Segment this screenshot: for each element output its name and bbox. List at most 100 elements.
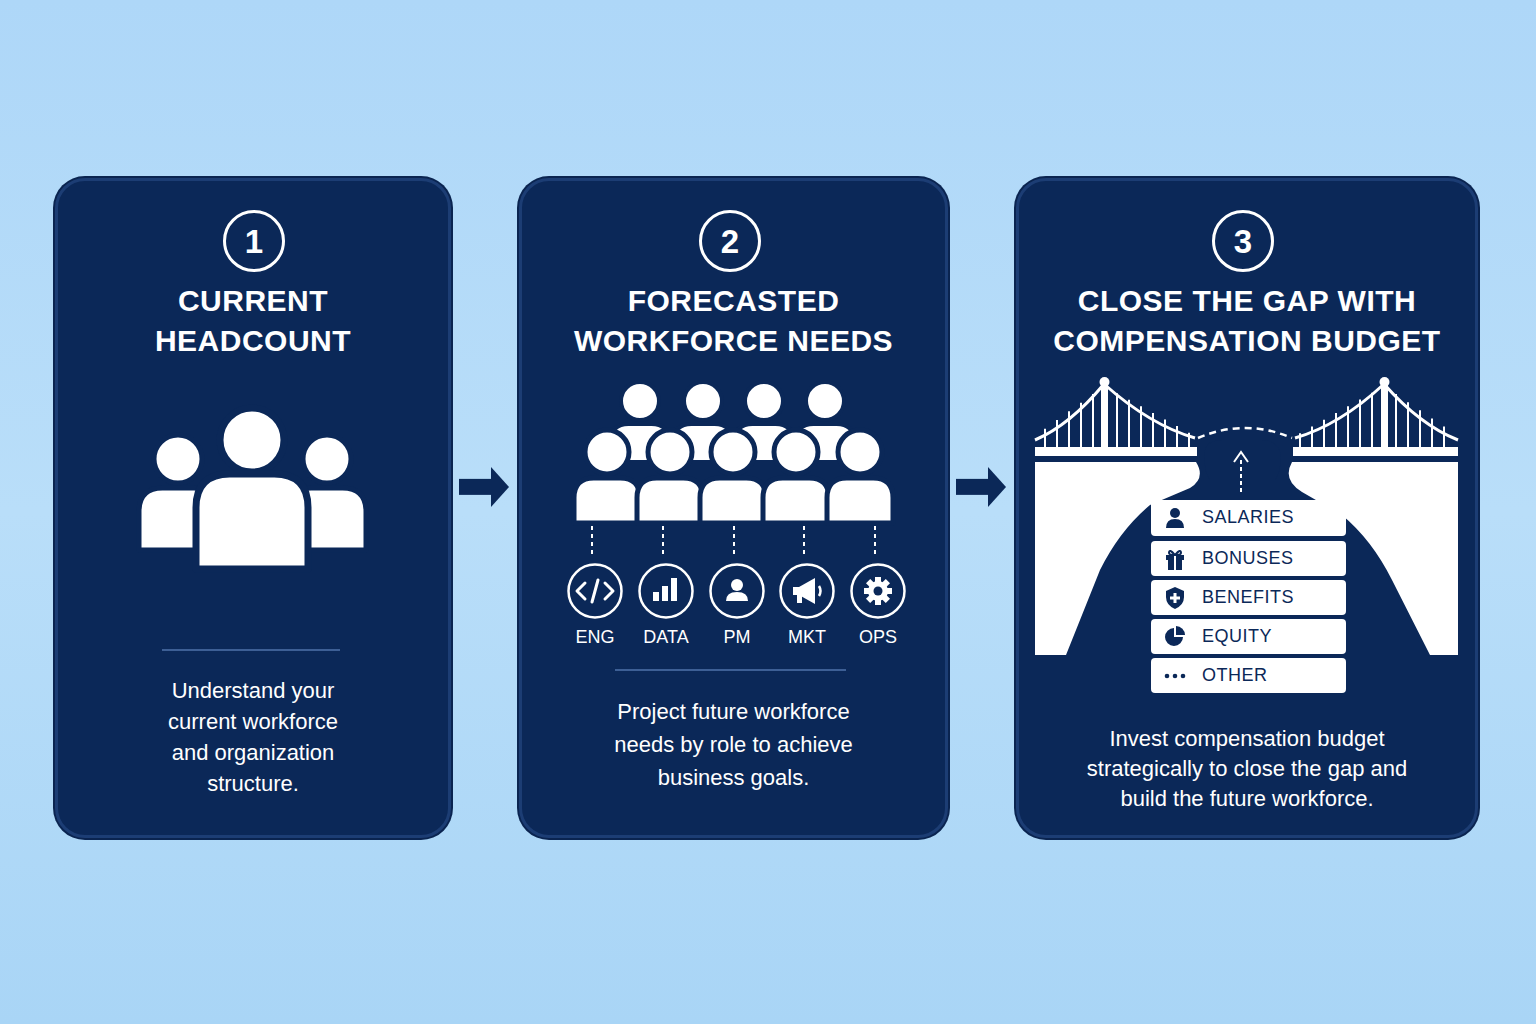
bridge-illustration-part	[1371, 393, 1373, 448]
team-illustration-part	[684, 382, 722, 420]
item-label: SALARIES	[1202, 507, 1294, 527]
step-number-text: 2	[721, 225, 739, 258]
role-icon-shape-part-part	[866, 579, 890, 603]
bridge-illustration-part	[1176, 426, 1178, 448]
role-icon-shape-part	[653, 592, 659, 601]
step-heading: FORECASTED WORKFORCE NEEDS	[559, 281, 909, 361]
step-number-text: 3	[1234, 225, 1252, 258]
team-illustration-part	[711, 430, 755, 474]
team-illustration-part	[803, 526, 805, 557]
role-label: PM	[687, 627, 787, 647]
step-number-text: 1	[245, 225, 263, 258]
role-icon-shape-part-part	[866, 579, 890, 603]
role-icon-shape-part	[640, 565, 693, 618]
step-panel: CURRENT HEADCOUNTUnderstand your current…	[55, 178, 451, 838]
budget-item: BONUSES	[1151, 541, 1346, 576]
role-icon-shape	[850, 563, 906, 619]
team-illustration-part	[733, 526, 735, 557]
bridge-illustration-part	[1234, 452, 1248, 462]
people-illustration-part	[303, 435, 351, 483]
team-illustration-part	[585, 430, 629, 474]
item-icon	[1163, 505, 1187, 531]
role-icon: PM	[709, 563, 765, 619]
bridge-illustration-part	[1311, 426, 1313, 448]
team-illustration-part	[827, 478, 893, 523]
item-icon-part	[1165, 674, 1170, 679]
team-illustration-part	[637, 478, 703, 523]
item-icon	[1163, 624, 1187, 650]
role-icon-shape	[709, 563, 765, 619]
bridge-illustration-part	[1056, 420, 1058, 448]
budget-item: OTHER	[1151, 658, 1346, 693]
step-heading: CURRENT HEADCOUNT	[103, 281, 403, 361]
flow-arrow	[956, 467, 1006, 507]
flow-arrow-part	[459, 479, 491, 495]
flow-arrow-part	[988, 467, 1006, 507]
bridge-illustration-part	[1101, 382, 1108, 450]
role-icon-shape-part	[577, 580, 613, 602]
team-illustration-part	[615, 669, 846, 671]
role-icon-shape-part	[793, 578, 815, 604]
item-icon-part	[1170, 508, 1180, 518]
role-label: OPS	[828, 627, 928, 647]
role-icon-shape-part	[864, 577, 892, 605]
role-icon-shape	[779, 563, 835, 619]
team-illustration-part	[662, 526, 664, 557]
role-icon-shape-part	[797, 595, 802, 603]
bridge-illustration-part	[1140, 406, 1142, 448]
item-label: EQUITY	[1202, 626, 1272, 646]
role-icon-shape-part	[711, 565, 764, 618]
role-icon-shape-part	[852, 565, 905, 618]
step-description: Project future workforce needs by role t…	[594, 695, 874, 794]
bridge-illustration-part	[1116, 393, 1118, 448]
people-illustration	[55, 178, 451, 838]
role-icon-shape-part	[662, 586, 668, 601]
team-illustration-part	[806, 382, 844, 420]
item-icon-part	[1170, 597, 1180, 600]
flow-arrow-part	[491, 467, 509, 507]
item-label: BENEFITS	[1202, 587, 1294, 607]
people-illustration-part	[162, 649, 340, 651]
bridge-illustration-part	[1080, 403, 1082, 448]
people-illustration-part	[154, 435, 202, 483]
bridge-illustration-part	[1299, 433, 1301, 448]
bridge-illustration-part	[1335, 413, 1337, 448]
step-panel: CLOSE THE GAP WITH COMPENSATION BUDGETIn…	[1016, 178, 1478, 838]
role-icon: DATA	[638, 563, 694, 619]
bridge-illustration-part	[1205, 440, 1281, 480]
step-number: 2	[699, 210, 761, 272]
role-icon-shape-part-part	[874, 587, 883, 596]
role-icon-shape-part	[726, 592, 748, 601]
role-icon: ENG	[567, 563, 623, 619]
bridge-illustration-part	[1395, 394, 1397, 448]
step-panel: FORECASTED WORKFORCE NEEDS Project future…	[519, 178, 948, 838]
team-illustration-part	[774, 430, 818, 474]
item-icon-part	[1173, 674, 1178, 679]
budget-item: EQUITY	[1151, 619, 1346, 654]
bridge-illustration-part	[1164, 420, 1166, 448]
flow-arrow-part	[956, 479, 988, 495]
role-icon-shape-part	[671, 578, 677, 601]
role-icon-shape-part	[819, 586, 821, 596]
item-icon-part	[1166, 519, 1184, 528]
item-icon-part	[1174, 555, 1176, 570]
bridge-illustration-part	[1293, 447, 1458, 456]
bridge-illustration-part	[1068, 411, 1070, 448]
role-label: MKT	[757, 627, 857, 647]
bridge-illustration-part	[1359, 399, 1361, 448]
item-icon-part	[1176, 626, 1185, 635]
step-description: Invest compensation budget strategically…	[1082, 724, 1412, 814]
bridge-illustration-part	[1044, 429, 1046, 448]
bridge-illustration-part	[1240, 460, 1242, 492]
people-illustration-part	[220, 408, 284, 472]
bridge-illustration-part	[1198, 428, 1292, 438]
budget-item: SALARIES	[1151, 500, 1346, 536]
team-illustration-part	[763, 478, 829, 523]
role-icon: MKT	[779, 563, 835, 619]
item-label: OTHER	[1202, 665, 1268, 685]
role-icon-shape	[638, 563, 694, 619]
bridge-illustration-part	[1443, 427, 1445, 448]
team-illustration-part	[874, 526, 876, 557]
role-icon: OPS	[850, 563, 906, 619]
